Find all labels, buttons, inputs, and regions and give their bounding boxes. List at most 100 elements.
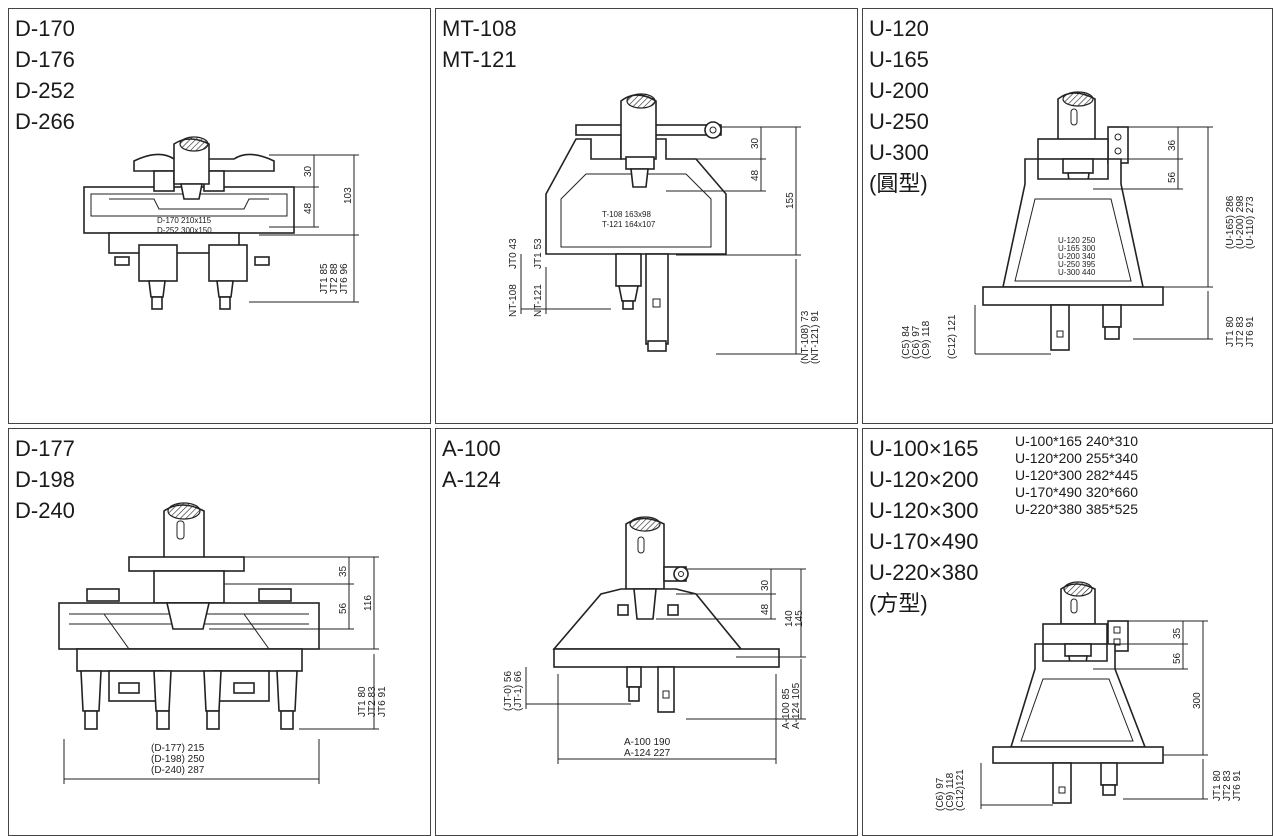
c-label: (C9) 118 xyxy=(945,772,956,811)
model-name: A-124 xyxy=(442,467,501,492)
panel-u120: U-120 U-165 U-200 U-250 U-300 (圓型) xyxy=(862,8,1273,424)
size-row: U-100*165 240*310 xyxy=(1015,433,1138,449)
model-list: MT-108 MT-121 xyxy=(442,13,517,75)
model-name: D-176 xyxy=(15,47,75,72)
clamp-body xyxy=(545,93,727,352)
size-label: U-200 340 xyxy=(1058,252,1096,261)
dim-label: 30 xyxy=(750,137,761,149)
dim-label: 48 xyxy=(750,169,761,181)
model-name: D-266 xyxy=(15,109,75,134)
size-table: U-100*165 240*310 U-120*200 255*340 U-12… xyxy=(1015,433,1138,518)
c-label: (C12)121 xyxy=(955,769,966,811)
dim-label: 56 xyxy=(1167,171,1178,183)
dim-label: 36 xyxy=(1167,139,1178,151)
model-name: (方型) xyxy=(869,591,928,616)
panel-d177: D-177 D-198 D-240 xyxy=(8,428,431,836)
jt-label: JT1 85 xyxy=(319,263,330,294)
jt-label: JT1 53 xyxy=(533,238,544,269)
dim-label: 35 xyxy=(338,565,349,577)
a-label: A-124 105 xyxy=(791,682,802,729)
dimension-lines: 35 56 300 (C6) 97 (C9) 118 (C12)121 JT1 … xyxy=(935,620,1243,811)
clamp-body xyxy=(83,136,295,310)
model-name: D-198 xyxy=(15,467,75,492)
dim-label: 155 xyxy=(785,192,796,209)
clamp-body xyxy=(58,502,320,730)
height-label: (U-110) 273 xyxy=(1245,196,1256,249)
clamp-drawing: 30 48 103 D-170 210x115 D-252 300x150 JT… xyxy=(83,136,359,310)
width-label: A-100 190 xyxy=(624,737,671,748)
clamp-drawing: 30 48 155 T-108 163x98 T-121 164x107 NT-… xyxy=(508,93,821,364)
dim-label: 48 xyxy=(760,603,771,615)
model-name: U-200 xyxy=(869,78,929,103)
clamp-drawing: 36 56 U-120 250 U-165 300 U-200 340 U-25… xyxy=(901,91,1256,359)
model-name: A-100 xyxy=(442,436,501,461)
dimension-lines: 36 56 U-120 250 U-165 300 U-200 340 U-25… xyxy=(901,126,1256,359)
model-name: MT-108 xyxy=(442,16,517,41)
model-name: U-165 xyxy=(869,47,929,72)
dim-label: 48 xyxy=(303,202,314,214)
c-label: (C6) 97 xyxy=(911,325,922,359)
width-label: (D-177) 215 xyxy=(151,743,205,754)
size-row: U-120*300 282*445 xyxy=(1015,467,1138,483)
clamp-body xyxy=(992,581,1164,804)
dimension-lines: 35 56 116 JT1 80 JT2 83 JT6 91 (D-177) 2… xyxy=(63,556,388,784)
nt-label: NT-121 xyxy=(533,284,544,317)
dim-label: 103 xyxy=(343,187,354,204)
bracket-label: (NT-108) 73 xyxy=(800,310,811,364)
nt-label: NT-108 xyxy=(508,284,519,317)
dim-label: 35 xyxy=(1172,627,1183,639)
jt-label: JT1 80 xyxy=(1212,770,1223,801)
model-list: D-170 D-176 D-252 D-266 xyxy=(15,13,75,137)
model-name: U-250 xyxy=(869,109,929,134)
panel-mt108: MT-108 MT-121 xyxy=(435,8,858,424)
dim-label: 300 xyxy=(1192,692,1203,709)
model-list: U-100×165 U-120×200 U-120×300 U-170×490 … xyxy=(869,433,978,619)
size-label: D-170 210x115 xyxy=(157,216,212,225)
product-dimension-grid: D-170 D-176 D-252 D-266 xyxy=(8,8,1273,836)
model-name: D-170 xyxy=(15,16,75,41)
dimension-lines: 30 48 140 145 (JT-0) 56 (JT-1) 66 A-100 … xyxy=(503,568,806,764)
panel-d170: D-170 D-176 D-252 D-266 xyxy=(8,8,431,424)
dim-label: 56 xyxy=(338,602,349,614)
size-label: U-120 250 xyxy=(1058,236,1096,245)
jt-label: JT2 83 xyxy=(1222,770,1233,801)
jt-label: JT2 88 xyxy=(329,263,340,294)
size-row: U-170*490 320*660 xyxy=(1015,484,1138,500)
model-name: U-300 xyxy=(869,140,929,165)
dim-label: 56 xyxy=(1172,652,1183,664)
jt-label: JT6 91 xyxy=(377,686,388,717)
width-label: A-124 227 xyxy=(624,748,671,759)
model-name: MT-121 xyxy=(442,47,517,72)
dim-label: 30 xyxy=(760,579,771,591)
model-name: (圓型) xyxy=(869,171,928,196)
jt-label: JT1 80 xyxy=(357,686,368,717)
jt-label: JT6 91 xyxy=(1232,770,1243,801)
model-name: D-240 xyxy=(15,498,75,523)
a-label: A-100 85 xyxy=(781,688,792,729)
c-label: (C9) 118 xyxy=(921,320,932,359)
size-row: U-220*380 385*525 xyxy=(1015,501,1138,517)
height-label: (U-165) 286 xyxy=(1225,195,1236,249)
clamp-drawing: 30 48 140 145 (JT-0) 56 (JT-1) 66 A-100 … xyxy=(503,516,806,764)
c-label: (C6) 97 xyxy=(935,777,946,811)
model-name: U-220×380 xyxy=(869,560,979,585)
model-name: D-252 xyxy=(15,78,75,103)
width-label: (D-198) 250 xyxy=(151,754,205,765)
dim-label: 140 xyxy=(784,610,795,627)
size-label: T-121 164x107 xyxy=(602,220,656,229)
clamp-drawing: 35 56 300 (C6) 97 (C9) 118 (C12)121 JT1 … xyxy=(935,581,1243,811)
panel-a100: A-100 A-124 xyxy=(435,428,858,836)
jt-label: (JT-1) 66 xyxy=(513,671,524,711)
size-label: U-165 300 xyxy=(1058,244,1096,253)
clamp-body xyxy=(552,516,780,713)
clamp-drawing: 35 56 116 JT1 80 JT2 83 JT6 91 (D-177) 2… xyxy=(58,502,388,784)
c-label: (C12) 121 xyxy=(947,314,958,359)
height-label: (U-200) 298 xyxy=(1235,195,1246,249)
jt-label: JT6 91 xyxy=(1245,316,1256,347)
dim-label: 145 xyxy=(794,610,805,627)
jt-label: JT1 80 xyxy=(1225,316,1236,347)
model-name: U-170×490 xyxy=(869,529,979,554)
jt-label: JT2 83 xyxy=(367,686,378,717)
dim-label: 116 xyxy=(363,595,374,611)
dimension-lines: 30 48 103 D-170 210x115 D-252 300x150 JT… xyxy=(157,154,359,303)
